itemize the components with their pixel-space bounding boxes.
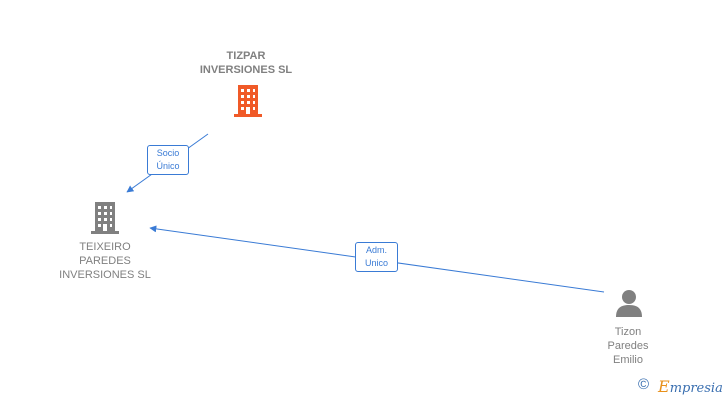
company-sub-name-line: TEIXEIRO	[79, 241, 131, 253]
edge-label-socio[interactable]: Socio Único	[147, 145, 189, 175]
edge-label-line: Unico	[364, 258, 388, 268]
person-name-line: Tizon	[614, 326, 642, 338]
company-main-name-line: TIZPAR	[226, 50, 266, 62]
copyright-symbol: ©	[638, 376, 650, 393]
company-sub-name[interactable]: TEIXEIRO PAREDES INVERSIONES SL	[45, 240, 165, 282]
company-sub-name-line: PAREDES	[79, 255, 131, 267]
edge-label-line: Único	[156, 161, 180, 171]
brand-logo: Empresia	[658, 377, 723, 396]
edge-label-adm[interactable]: Adm. Unico	[355, 242, 398, 272]
person-name-line: Paredes	[607, 340, 649, 352]
brand-initial: E	[658, 377, 670, 396]
company-main-name[interactable]: TIZPAR INVERSIONES SL	[183, 49, 309, 77]
company-main-name-line: INVERSIONES SL	[199, 64, 293, 76]
company-sub-name-line: INVERSIONES SL	[59, 269, 151, 281]
person-name[interactable]: Tizon Paredes Emilio	[592, 325, 664, 367]
person-icon[interactable]	[616, 290, 642, 317]
edge-label-line: Socio	[156, 148, 180, 158]
brand-rest: mpresia	[669, 381, 723, 396]
person-name-line: Emilio	[613, 354, 643, 366]
building-icon[interactable]	[91, 202, 119, 234]
building-icon[interactable]	[233, 84, 263, 118]
brand-footer: © Empresia	[638, 376, 728, 396]
edge-label-line: Adm.	[365, 245, 387, 255]
